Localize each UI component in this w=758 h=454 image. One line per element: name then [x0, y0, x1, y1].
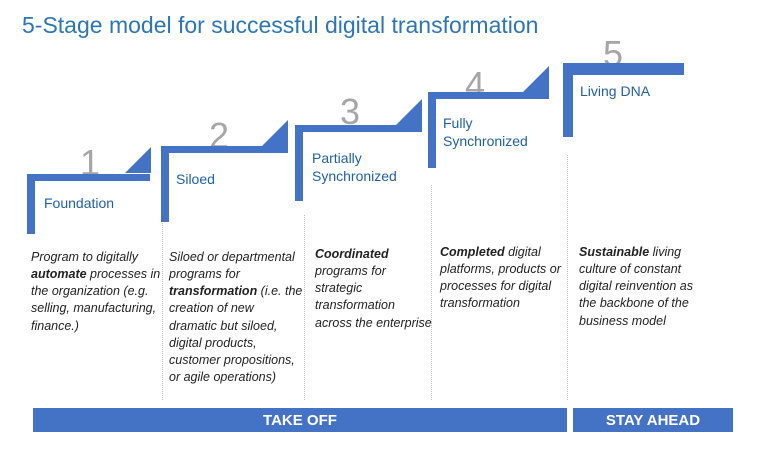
step-vertical-bar — [563, 63, 573, 137]
step-corner-triangle — [125, 147, 151, 173]
column-divider — [304, 215, 305, 400]
description-text: Siloed or departmental programs for — [169, 250, 295, 282]
description-text: programs for strategic transformation ac… — [315, 264, 432, 330]
description-emphasis: transformation — [169, 284, 258, 299]
step-horizontal-bar — [295, 125, 422, 132]
take-off-banner: TAKE OFF — [33, 408, 567, 432]
stage-description: Coordinated programs for strategic trans… — [315, 246, 433, 332]
description-text: digital platforms, products or processes… — [440, 245, 561, 311]
step-vertical-bar — [428, 92, 436, 168]
stage-label: Foundation — [44, 195, 115, 211]
description-emphasis: Coordinated — [315, 247, 389, 261]
stage-label: Siloed — [176, 171, 215, 187]
stage-number: 3 — [340, 91, 361, 132]
stage-label: Partially Synchronized — [312, 150, 397, 185]
step-horizontal-bar — [27, 174, 150, 181]
step-horizontal-bar — [161, 146, 288, 153]
stage-description: Completed digital platforms, products or… — [440, 244, 564, 313]
step-vertical-bar — [161, 146, 169, 222]
step-corner-triangle — [262, 120, 288, 146]
stage-description: Program to digitally automate processes … — [31, 249, 161, 335]
stage-description: Sustainable living culture of constant d… — [579, 244, 709, 330]
stage-label: Fully Synchronized — [443, 115, 528, 150]
stage-number: 1 — [80, 142, 101, 183]
column-divider — [431, 185, 432, 400]
stage-number: 2 — [209, 115, 230, 156]
stage-number: 5 — [603, 33, 624, 74]
description-text: (i.e. the creation of new dramatic but s… — [169, 284, 303, 384]
description-emphasis: automate — [31, 267, 87, 282]
page-title: 5-Stage model for successful digital tra… — [22, 12, 539, 38]
column-divider — [162, 195, 163, 400]
description-text: processes in the organization (e.g. sell… — [31, 267, 161, 333]
stage-description: Siloed or departmental programs for tran… — [169, 249, 303, 386]
stage-label: Living DNA — [580, 83, 651, 99]
description-text: Program to digitally — [31, 250, 138, 264]
column-divider — [567, 155, 568, 400]
step-horizontal-bar — [428, 92, 549, 99]
description-emphasis: Completed — [440, 245, 505, 259]
step-corner-triangle — [396, 99, 422, 125]
step-vertical-bar — [295, 125, 303, 201]
step-corner-triangle — [523, 66, 549, 92]
description-emphasis: Sustainable — [579, 245, 650, 259]
description-text: living culture of constant digital reinv… — [579, 245, 693, 328]
step-horizontal-bar — [563, 63, 684, 75]
stay-ahead-banner: STAY AHEAD — [573, 408, 733, 432]
step-vertical-bar — [27, 174, 35, 234]
